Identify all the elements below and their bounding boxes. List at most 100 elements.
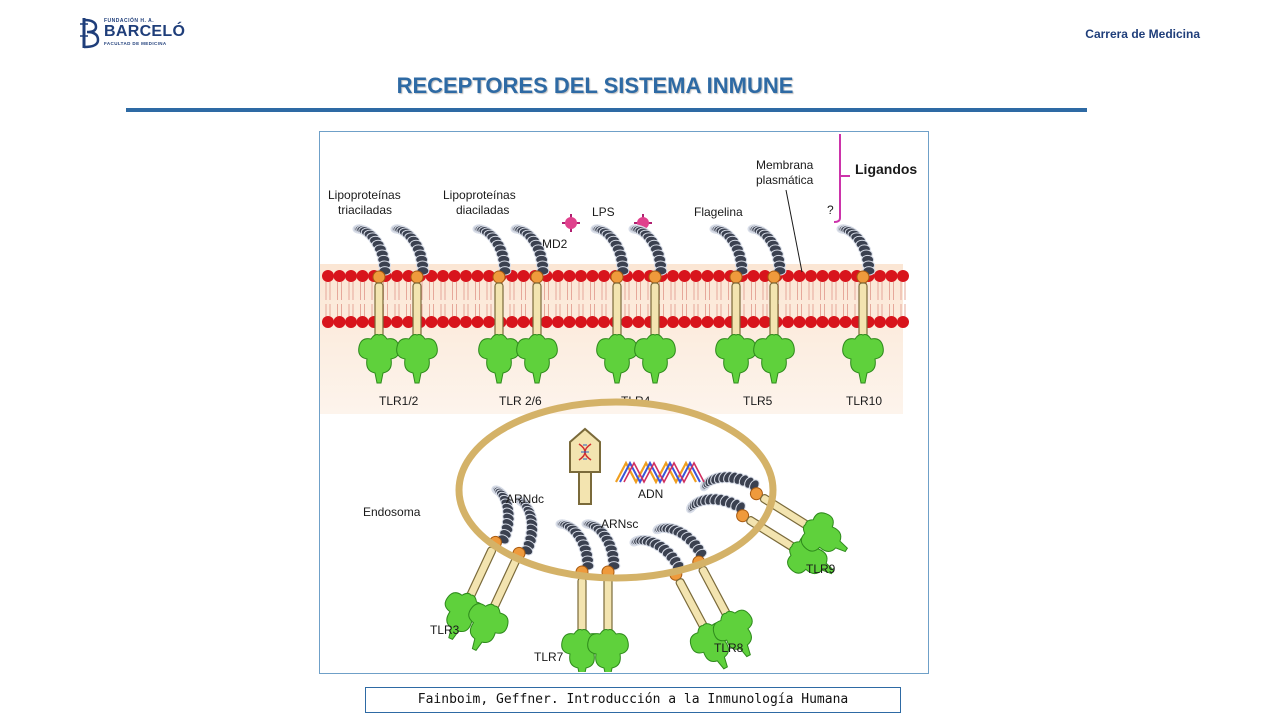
lipid-head — [460, 316, 472, 328]
barcelo-logo-mark-icon — [80, 18, 100, 49]
lipid-head — [586, 270, 599, 282]
lipid-head — [816, 270, 829, 282]
receptor-tlr3 — [444, 485, 539, 651]
ligand-tlr26-line2: diaciladas — [456, 203, 509, 217]
lipid-head — [437, 316, 449, 328]
ligand-dsrna: ARNdc — [506, 492, 544, 506]
lipid-head — [874, 270, 886, 282]
receptor-label-tlr9: TLR9 — [806, 562, 836, 576]
lipid-head — [701, 316, 714, 328]
lipid-head — [563, 316, 576, 328]
lipid-head — [874, 316, 886, 328]
lipid-head — [759, 316, 771, 328]
lipid-head — [483, 316, 495, 328]
lipid-head — [483, 270, 495, 282]
receptor-tlr4-monomer — [628, 224, 676, 384]
ligand-tlr12-line2: triaciladas — [338, 203, 392, 217]
lipid-head — [885, 316, 898, 328]
lipid-head — [897, 316, 909, 328]
lipid-head — [586, 316, 599, 328]
lipid-head — [667, 316, 679, 328]
lipid-head — [839, 270, 852, 282]
logo-foundation-text: FUNDACIÓN H. A. — [104, 18, 155, 24]
receptor-tlr8 — [629, 522, 753, 670]
lipid-head — [540, 316, 553, 328]
lipid-head — [690, 316, 702, 328]
ligand-lps: LPS — [592, 205, 615, 219]
lipid-head — [471, 316, 484, 328]
lipid-head — [471, 270, 484, 282]
ligands-brace — [833, 134, 850, 223]
lipid-head — [552, 316, 564, 328]
lipid-head — [345, 270, 357, 282]
receptor-tlr2-6-monomer — [472, 224, 520, 384]
virus-particle-icon — [569, 427, 601, 505]
citation-box: Fainboim, Geffner. Introducción a la Inm… — [365, 687, 901, 713]
lipid-head — [805, 270, 817, 282]
lipid-head — [690, 270, 702, 282]
lipid-head — [897, 270, 909, 282]
lipid-head — [828, 270, 840, 282]
ligand-ssrna: ARNsc — [601, 517, 638, 531]
lipid-head — [356, 270, 369, 282]
receptor-label-tlr1-2: TLR1/2 — [379, 394, 419, 408]
lipid-head — [345, 316, 357, 328]
receptor-label-tlr10: TLR10 — [846, 394, 882, 408]
lipid-head — [356, 316, 369, 328]
endosome-label: Endosoma — [363, 505, 421, 519]
receptor-tlr1-2-monomer — [390, 224, 438, 384]
receptor-label-tlr8: TLR8 — [714, 641, 744, 655]
receptor-tlr5 — [709, 224, 795, 384]
lipid-head — [552, 270, 564, 282]
lipid-head — [506, 316, 518, 328]
membrane-label-line1: Membrana — [756, 158, 814, 172]
receptor-tlr1-2 — [352, 224, 438, 384]
lipid-head — [793, 270, 806, 282]
receptor-label-tlr7: TLR7 — [534, 650, 564, 664]
lipid-head — [322, 270, 334, 282]
receptor-tlr5-monomer — [747, 224, 795, 384]
lipid-head — [839, 316, 852, 328]
ligand-unknown: ? — [827, 203, 834, 217]
receptor-label-tlr2-6: TLR 2/6 — [499, 394, 542, 408]
lipid-head — [632, 270, 645, 282]
ligand-md2: MD2 — [542, 237, 568, 251]
lipid-head — [701, 270, 714, 282]
lipid-head — [391, 270, 403, 282]
ligand-tlr12-line1: Lipoproteínas — [328, 188, 401, 202]
lipid-head — [391, 316, 403, 328]
receptor-tlr5-monomer — [709, 224, 757, 384]
receptor-tlr4-monomer — [590, 224, 638, 384]
lipid-head — [828, 316, 840, 328]
receptor-tlr3-monomer — [468, 496, 539, 651]
ligand-flagellin: Flagelina — [694, 205, 743, 219]
ligands-label: Ligandos — [855, 161, 917, 177]
md2-molecule — [562, 214, 580, 232]
lipid-head — [575, 316, 587, 328]
receptor-tlr2-6 — [472, 224, 558, 384]
lipid-head — [885, 270, 898, 282]
lipid-head — [575, 270, 587, 282]
receptor-tlr1-2-monomer — [352, 224, 400, 384]
dna-icon — [615, 460, 705, 485]
membrane-pointer — [785, 189, 803, 273]
lipid-head — [632, 316, 645, 328]
logo-name: BARCELÓ — [104, 23, 186, 40]
receptor-tlr3-monomer — [444, 485, 515, 640]
lipid-head — [402, 316, 415, 328]
membrane-label-line2: plasmática — [756, 173, 814, 187]
lipid-head — [793, 316, 806, 328]
lipid-head — [713, 316, 725, 328]
lipid-head — [333, 316, 346, 328]
receptor-tlr10 — [836, 224, 884, 384]
lipid-head — [713, 270, 725, 282]
receptor-label-tlr3: TLR3 — [430, 623, 460, 637]
lipid-head — [598, 270, 610, 282]
tlr-diagram-svg: Ligandos Membrana plasmática Lipoproteín… — [320, 134, 917, 672]
lipid-head — [517, 270, 530, 282]
lipid-head — [322, 316, 334, 328]
lipid-head — [805, 316, 817, 328]
lipid-head — [425, 316, 438, 328]
receptor-tlr7 — [555, 519, 629, 672]
career-label: Carrera de Medicina — [1085, 27, 1200, 41]
